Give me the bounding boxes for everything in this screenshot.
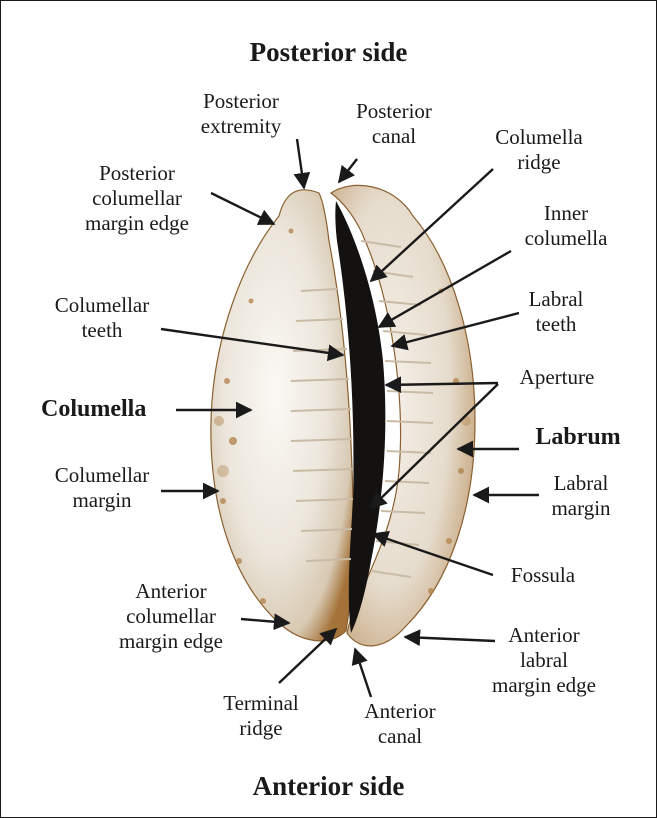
arrow-posterior-canal xyxy=(339,159,357,182)
label-inner-columella: Inner columella xyxy=(506,201,626,251)
label-columella: Columella xyxy=(41,397,181,422)
label-labrum: Labrum xyxy=(523,425,633,450)
label-columella-ridge: Columella ridge xyxy=(479,125,599,175)
label-anterior-canal: Anterior canal xyxy=(345,699,455,749)
arrow-posterior-columellar-margin-edge xyxy=(211,193,274,224)
label-posterior-extremity: Posterior extremity xyxy=(181,89,301,139)
label-posterior-columellar-margin-edge: Posterior columellar margin edge xyxy=(67,161,207,236)
label-fossula: Fossula xyxy=(493,563,593,588)
label-terminal-ridge: Terminal ridge xyxy=(201,691,321,741)
label-aperture: Aperture xyxy=(497,365,617,390)
label-anterior-labral-margin-edge: Anterior labral margin edge xyxy=(469,623,619,698)
label-columellar-margin: Columellar margin xyxy=(37,463,167,513)
label-anterior-columellar-margin-edge: Anterior columellar margin edge xyxy=(101,579,241,654)
label-labral-teeth: Labral teeth xyxy=(506,287,606,337)
label-labral-margin: Labral margin xyxy=(531,471,631,521)
arrow-anterior-canal xyxy=(355,649,371,697)
label-columellar-teeth: Columellar teeth xyxy=(37,293,167,343)
shell-columellar-side xyxy=(211,190,353,641)
arrow-posterior-extremity xyxy=(297,139,304,188)
label-posterior-canal: Posterior canal xyxy=(339,99,449,149)
